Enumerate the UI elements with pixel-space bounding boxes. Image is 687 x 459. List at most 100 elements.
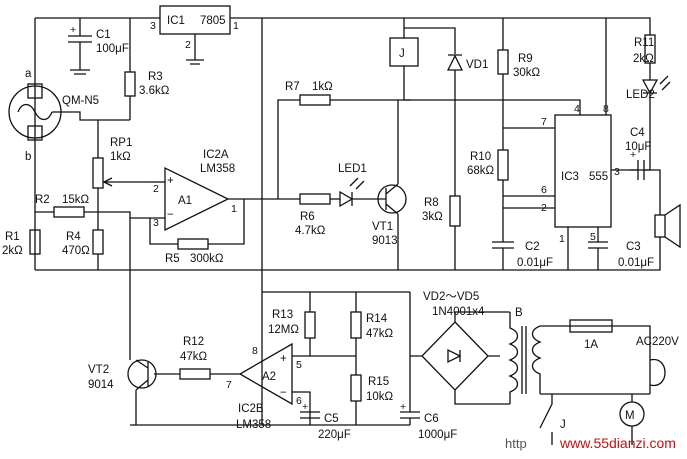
ic2b-triangle	[238, 342, 293, 406]
r2-value: 15kΩ	[62, 194, 90, 206]
ic3-value: 555	[589, 171, 608, 183]
r4-ref: R4	[66, 231, 81, 243]
mains-ref: AC220V	[636, 336, 679, 348]
fuse-ref: 1A	[584, 339, 598, 351]
c5-ref: C5	[324, 413, 339, 425]
ic1-pin1: 1	[233, 20, 239, 32]
c6-value: 1000μF	[418, 429, 457, 441]
ic2b-pin5: 5	[296, 359, 302, 371]
vt2-ref: VT2	[88, 364, 109, 376]
c1-capacitor: + C1 100μF	[68, 18, 129, 75]
ic2a-value: LM358	[200, 163, 235, 175]
relay-contact: J	[539, 394, 566, 445]
ic2b-pin6: 6	[296, 395, 302, 407]
watermark-prefix: http	[505, 436, 527, 451]
ic2a-pin1: 1	[231, 203, 237, 215]
motor-ref: M	[625, 410, 635, 422]
svg-text:+: +	[302, 401, 308, 413]
r1-ref: R1	[5, 231, 20, 243]
r8-resistor: R8 3kΩ	[422, 100, 461, 270]
ic3-timer: IC3 555 4 8 7 6 2 1 5 3	[455, 18, 620, 270]
r12-resistor: R12 47kΩ	[179, 336, 240, 380]
ic1-pin3: 3	[150, 20, 156, 32]
relay-ref: J	[399, 48, 405, 60]
motor-icon: M	[619, 394, 645, 445]
ic3-ref: IC3	[561, 171, 579, 183]
ic2b-pin7: 7	[226, 379, 232, 391]
ic2a-opamp: A1 IC2A LM358 + − 2 3 1	[150, 149, 300, 232]
transformer-b: B	[508, 307, 610, 404]
ic3-pin7: 7	[541, 116, 547, 128]
r9-resistor: R9 30kΩ	[497, 18, 541, 128]
speaker-icon	[650, 203, 681, 271]
r11-value: 2kΩ	[633, 53, 654, 65]
c5-capacitor: + C5 220μF	[300, 401, 351, 441]
c2-value: 0.01μF	[517, 257, 553, 269]
ic3-body	[554, 114, 612, 228]
r8-ref: R8	[424, 197, 439, 209]
bridge-ref: VD2～VD5	[423, 291, 479, 303]
r10-value: 68kΩ	[467, 165, 495, 177]
r1-value: 2kΩ	[2, 245, 23, 257]
r13-resistor: R13 12MΩ	[262, 291, 410, 356]
qm-n5-gas-sensor: a b QM-N5	[8, 68, 130, 163]
vt1-ref: VT1	[372, 221, 393, 233]
r13-value: 12MΩ	[268, 324, 299, 336]
r4-value: 470Ω	[62, 245, 90, 257]
c3-ref: C3	[626, 241, 641, 253]
r8-value: 3kΩ	[422, 211, 443, 223]
ic2a-amp: A1	[178, 195, 192, 207]
r5-value: 300kΩ	[190, 253, 224, 265]
ic3-pin3: 3	[614, 166, 620, 178]
transformer-ref: B	[515, 307, 523, 319]
r9-value: 30kΩ	[513, 67, 541, 79]
r7-resistor: R7 1kΩ	[277, 81, 410, 199]
r12-value: 47kΩ	[180, 351, 208, 363]
bridge-value: 1N4001x4	[432, 306, 485, 318]
ic3-pin4: 4	[574, 103, 580, 115]
c1-ref: C1	[96, 29, 111, 41]
svg-text:+: +	[630, 149, 636, 161]
led2-ref: LED2	[626, 89, 655, 101]
vt2-transistor: VT2 9014	[88, 218, 180, 425]
c6-ref: C6	[424, 413, 439, 425]
r15-ref: R15	[368, 376, 389, 388]
r10-resistor: R10 68kΩ	[467, 127, 555, 242]
ic1-value: 7805	[200, 15, 226, 27]
relay-j: J	[389, 18, 419, 100]
ic1-pin2: 2	[185, 39, 191, 51]
r9-ref: R9	[518, 53, 533, 65]
r1-resistor: R1 2kΩ	[2, 229, 41, 257]
r4-resistor: R4 470Ω	[62, 212, 104, 270]
bridge-rectifier: VD2～VD5 1N4001x4	[410, 291, 510, 405]
ic2b-pin8: 8	[252, 345, 258, 357]
c5-value: 220μF	[318, 429, 351, 441]
vt1-value: 9013	[372, 235, 398, 247]
ic2b-value: LM358	[236, 419, 271, 431]
r7-value: 1kΩ	[312, 81, 333, 93]
c1-value: 100μF	[96, 43, 129, 55]
ic3-pin1: 1	[559, 233, 565, 245]
ic3-pin5: 5	[590, 231, 596, 243]
ic2a-triangle	[164, 166, 230, 232]
sensor-ref: QM-N5	[62, 95, 99, 107]
r3-value: 3.6kΩ	[139, 85, 170, 97]
contact-ref: J	[560, 419, 566, 431]
r6-value: 4.7kΩ	[295, 225, 326, 237]
ic1-regulator: IC1 7805 3 1 2	[150, 5, 239, 65]
r5-resistor: R5 300kΩ	[149, 199, 245, 265]
r7-ref: R7	[285, 81, 300, 93]
r11-ref: R11	[634, 37, 654, 49]
r5-ref: R5	[165, 253, 180, 265]
r15-resistor: R15 10kΩ	[350, 374, 394, 425]
r3-ref: R3	[148, 71, 163, 83]
r14-resistor: R14 47kΩ	[310, 292, 394, 375]
vt1-transistor: VT1 9013	[372, 100, 407, 270]
supply-rails	[34, 17, 651, 426]
ic1-ref: IC1	[167, 15, 185, 27]
svg-text:+: +	[400, 401, 406, 413]
r15-value: 10kΩ	[366, 391, 394, 403]
ic2a-ref: IC2A	[203, 149, 229, 161]
led1-diode: LED1	[338, 163, 380, 208]
ic2b-amp: A2	[262, 371, 276, 383]
